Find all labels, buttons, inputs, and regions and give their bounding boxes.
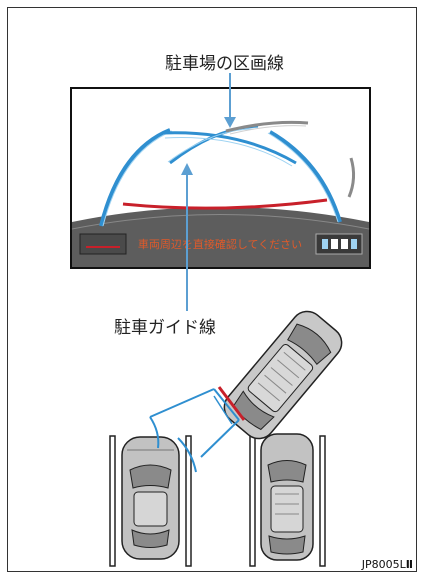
screen-message: 車両周辺を直接確認してください: [138, 237, 302, 251]
parking-lines-label: 駐車場の区画線: [165, 54, 284, 74]
reversing-car: [223, 310, 343, 440]
guide-line-right: [268, 130, 342, 223]
arrow-to-parking-lines: [224, 73, 236, 128]
camera-mode-icon: [315, 233, 363, 255]
guide-line-left: [99, 128, 171, 227]
parked-car-left: [121, 436, 180, 560]
parked-car-right: [260, 433, 314, 561]
guide-line-red: [122, 198, 328, 210]
camera-screen: 車両周辺を直接確認してください: [70, 87, 371, 269]
parking-stall-lines: [109, 435, 326, 567]
back-line-icon: [79, 233, 127, 255]
parking-guide-line-label: 駐車ガイド線: [114, 318, 216, 338]
projected-guide-lines: [149, 386, 246, 473]
arrow-to-guide-line: [181, 163, 193, 311]
figure-code: JP8005LⅡ: [361, 558, 413, 571]
